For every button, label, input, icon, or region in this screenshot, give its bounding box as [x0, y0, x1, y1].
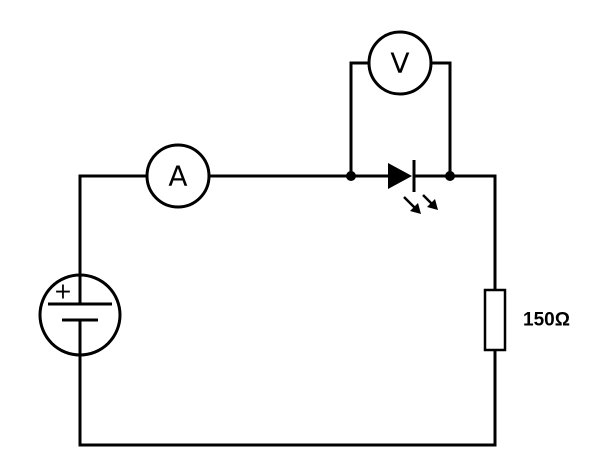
- wire-voltmeter-right: [429, 61, 452, 178]
- wire-right-top: [448, 174, 497, 292]
- battery-plus-label: +: [54, 280, 72, 305]
- voltmeter-icon: V: [367, 30, 433, 96]
- led-icon: [388, 160, 438, 214]
- voltmeter-label: V: [390, 47, 409, 80]
- junction-left: [346, 171, 356, 181]
- resistor-icon: [483, 288, 507, 352]
- wires: [78, 61, 497, 447]
- battery-icon: +: [38, 273, 122, 357]
- resistor-label: 150Ω: [523, 310, 570, 331]
- ammeter-label: A: [168, 160, 187, 193]
- light-emission-icon: [403, 194, 438, 214]
- ammeter-icon: A: [145, 143, 211, 209]
- wire-bottom: [78, 348, 497, 447]
- wire-voltmeter-left: [349, 61, 371, 178]
- junction-right: [445, 171, 455, 181]
